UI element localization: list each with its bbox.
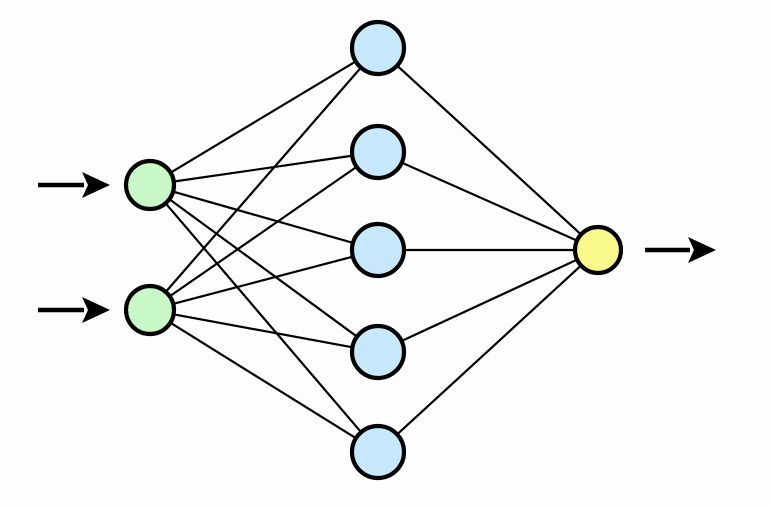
input-arrow-1-head	[82, 172, 110, 198]
edge-h2-o1	[401, 161, 577, 242]
output-arrow-1	[645, 237, 716, 263]
input-node-2[interactable]	[123, 283, 177, 337]
edge-h5-o1	[396, 265, 582, 435]
edges-group	[165, 60, 582, 439]
edge-i1-h5	[165, 203, 362, 433]
edge-i2-h5	[170, 322, 357, 439]
edge-i2-h3	[173, 255, 353, 305]
edge-i2-h1	[165, 67, 362, 293]
edge-i1-h4	[169, 198, 358, 338]
edge-i1-h3	[173, 190, 353, 244]
edge-i1-h2	[173, 154, 353, 183]
input-node-1[interactable]	[123, 158, 177, 212]
hidden-node-5[interactable]	[349, 423, 407, 481]
io-arrows-group	[38, 172, 716, 323]
edge-i1-h1	[170, 60, 356, 174]
hidden-node-4[interactable]	[349, 323, 407, 381]
nodes-group	[123, 19, 624, 481]
output-arrow-1-head	[688, 237, 716, 263]
edge-h1-o1	[396, 65, 582, 235]
hidden-node-3[interactable]	[349, 221, 407, 279]
input-arrow-2-head	[82, 297, 110, 323]
edge-h4-o1	[401, 259, 578, 342]
edge-i2-h4	[173, 313, 353, 349]
input-arrow-2	[38, 297, 110, 323]
input-arrow-1	[38, 172, 110, 198]
hidden-node-2[interactable]	[349, 123, 407, 181]
edge-i2-h2	[169, 166, 357, 297]
output-node-1[interactable]	[572, 224, 624, 276]
hidden-node-1[interactable]	[349, 19, 407, 77]
